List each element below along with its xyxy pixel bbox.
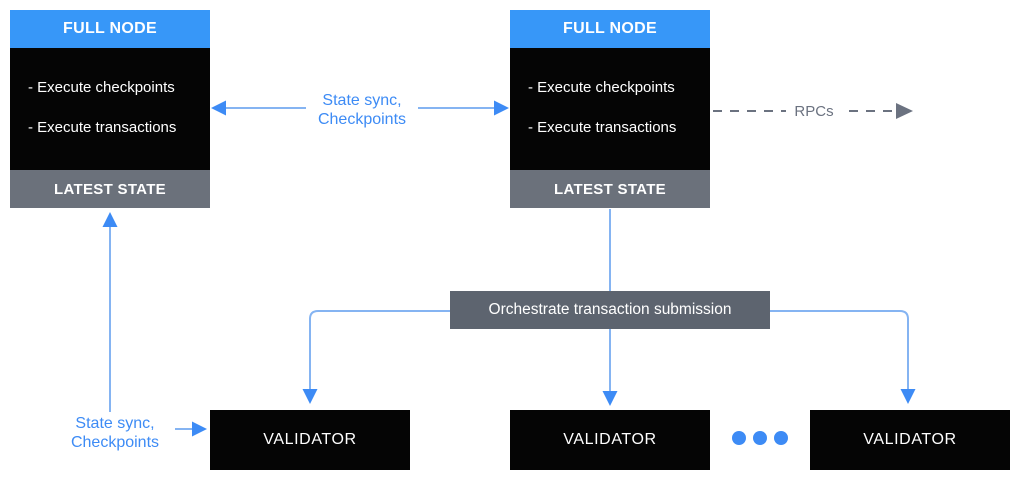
validator-1: VALIDATOR — [210, 410, 410, 470]
state-sync-top-line1: State sync, — [322, 92, 402, 109]
rpcs-arrowhead-icon — [896, 103, 913, 119]
full-node-1: FULL NODE - Execute checkpoints - Execut… — [10, 10, 210, 208]
state-sync-bottom-line2: Checkpoints — [70, 434, 160, 451]
full-node-1-latest-state: LATEST STATE — [10, 170, 210, 208]
full-node-1-body: - Execute checkpoints - Execute transact… — [10, 48, 210, 170]
validator-2: VALIDATOR — [510, 410, 710, 470]
full-node-1-header: FULL NODE — [10, 10, 210, 48]
ellipsis-dots-icon — [732, 431, 788, 445]
down-arrowhead-right-icon — [900, 389, 916, 404]
orchestrator-to-validator1-elbow — [309, 310, 450, 390]
down-arrowhead-left-icon — [302, 389, 318, 404]
full-node-2-item-transactions: - Execute transactions — [528, 119, 677, 136]
state-sync-top-label: State sync, Checkpoints — [306, 90, 418, 130]
right-arrowhead-icon — [192, 421, 207, 437]
full-node-2-item-checkpoints: - Execute checkpoints — [528, 79, 675, 96]
validator-3: VALIDATOR — [810, 410, 1010, 470]
state-sync-bottom-label: State sync, Checkpoints — [55, 413, 175, 453]
down-arrowhead-center-icon — [602, 391, 618, 406]
full-node-1-item-transactions: - Execute transactions — [28, 119, 177, 136]
arrowhead-left-icon — [211, 100, 226, 116]
full-node-2-latest-state: LATEST STATE — [510, 170, 710, 208]
full-node-2-header: FULL NODE — [510, 10, 710, 48]
arrowhead-right-icon — [494, 100, 509, 116]
orchestrator-box: Orchestrate transaction submission — [450, 291, 770, 329]
full-node-2: FULL NODE - Execute checkpoints - Execut… — [510, 10, 710, 208]
up-arrowhead-icon — [102, 212, 118, 227]
orchestrator-to-validator3-elbow — [770, 310, 909, 390]
state-sync-bottom-line1: State sync, — [75, 415, 155, 432]
full-node-2-body: - Execute checkpoints - Execute transact… — [510, 48, 710, 170]
state-sync-top-line2: Checkpoints — [317, 111, 407, 128]
full-node-1-item-checkpoints: - Execute checkpoints — [28, 79, 175, 96]
rpcs-label: RPCs — [786, 101, 842, 123]
